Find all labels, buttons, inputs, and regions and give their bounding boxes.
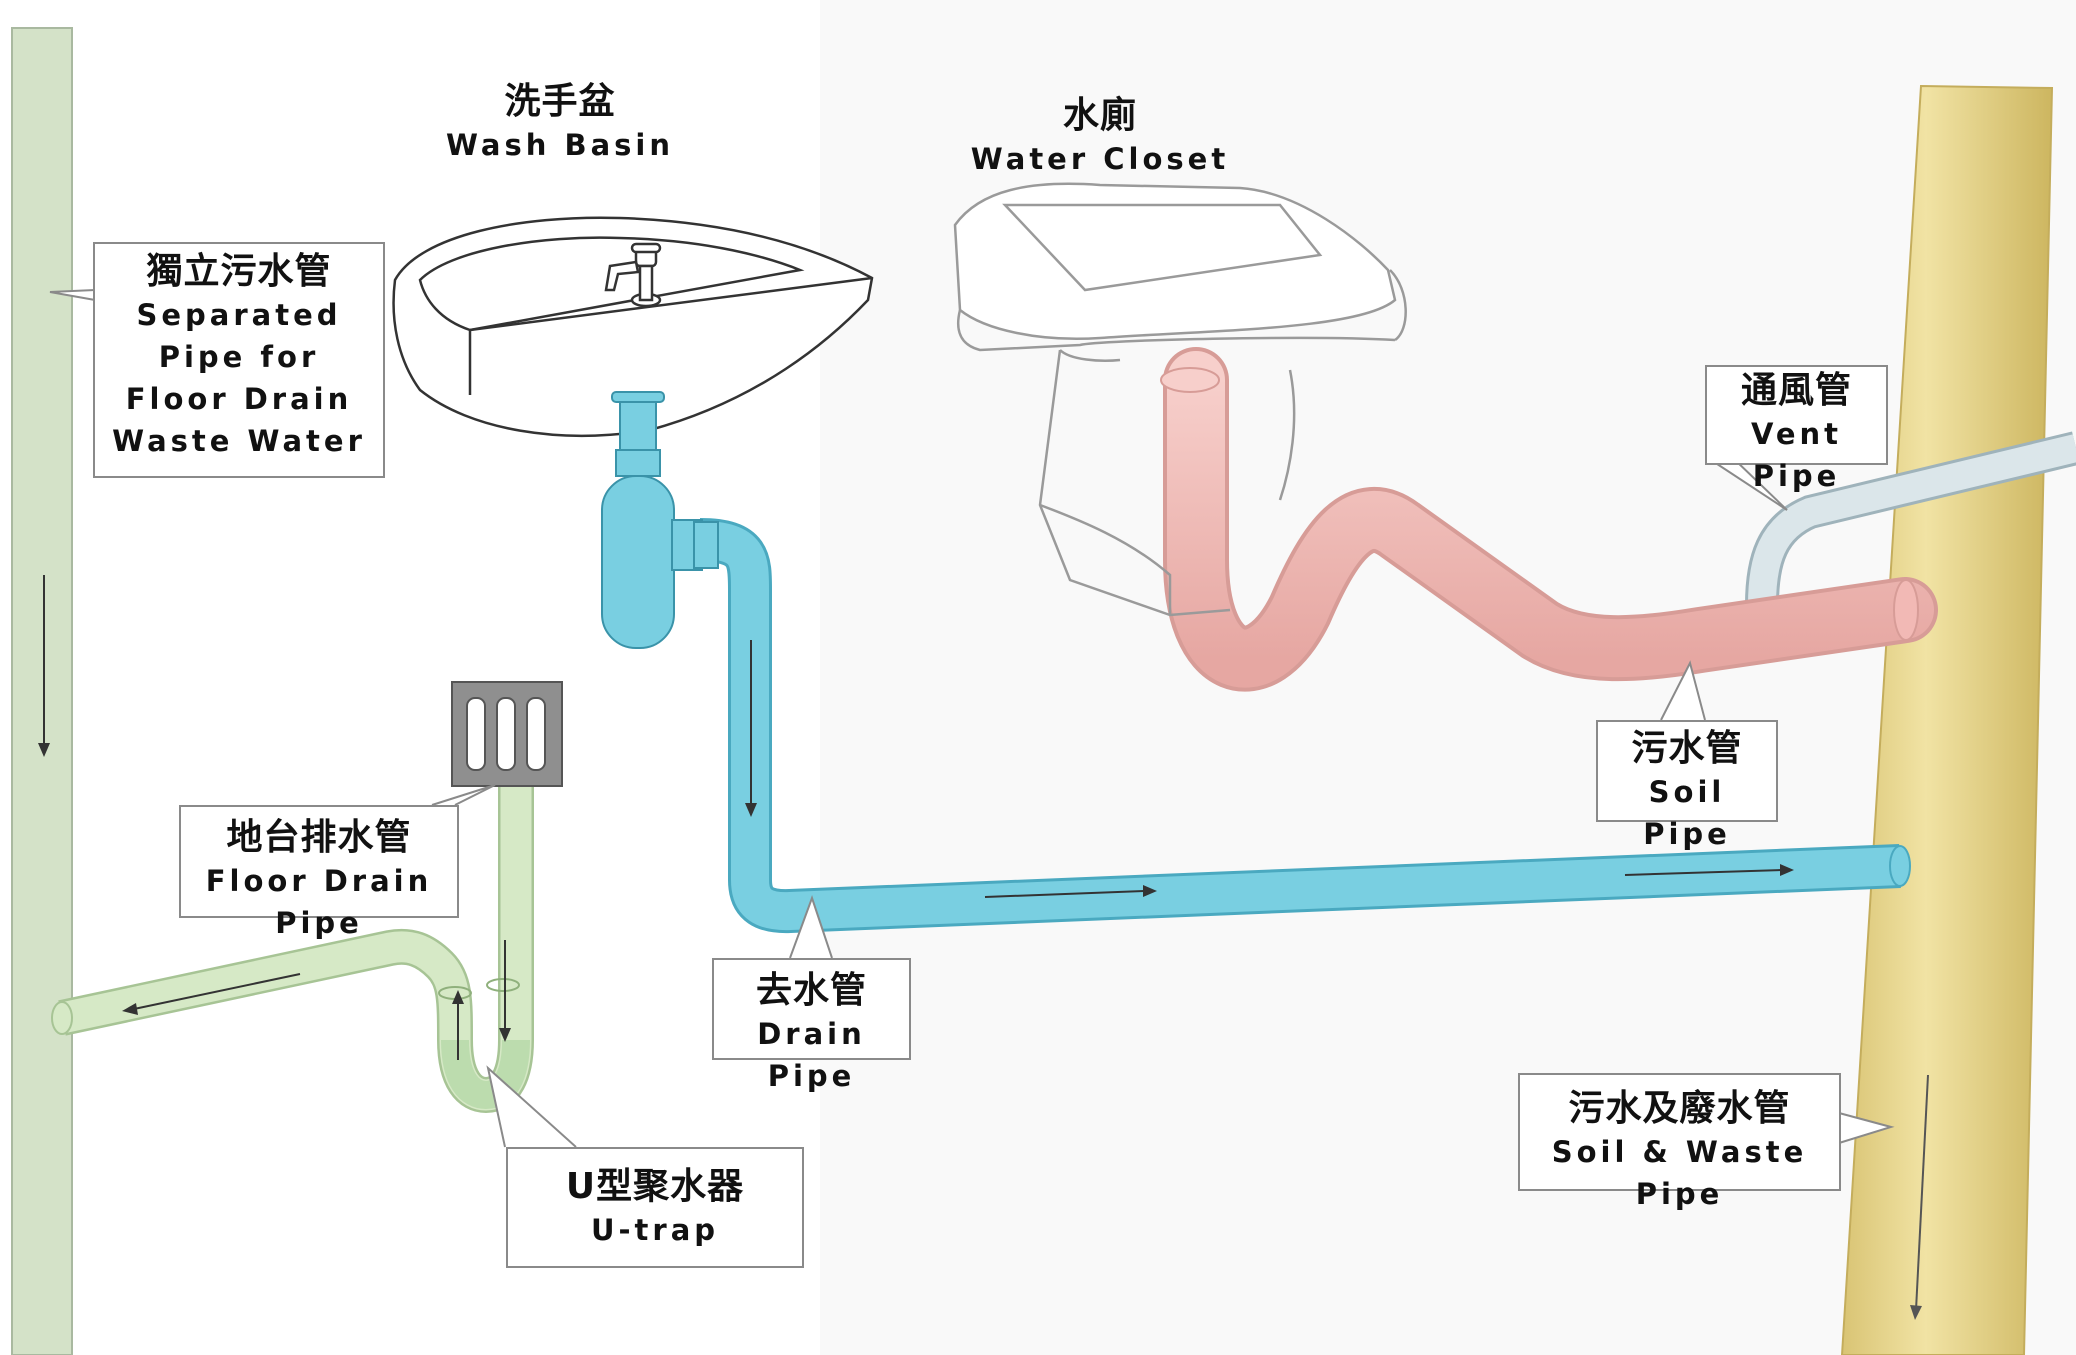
wash-basin-label-zh: 洗手盆 [504,81,616,122]
soil-pipe-callout: 污水管 Soil Pipe [1596,720,1778,851]
drain-pipe [601,391,1911,934]
u-trap-label-en: U-trap [590,1213,720,1247]
wash-basin-drawing [392,216,874,437]
background-wall [820,0,2076,1355]
soil-waste-pipe-label-en: Soil & Waste Pipe [1551,1135,1808,1211]
water-closet-label-zh: 水廁 [1062,95,1137,136]
soil-pipe-label-en: Soil Pipe [1643,775,1731,851]
floor-drain-grate-icon [451,681,563,787]
vent-pipe [1745,431,2076,606]
u-trap-label-zh: U型聚水器 [565,1166,745,1207]
soil-pipe [1160,347,1938,692]
vent-pipe-callout: 通風管 Vent Pipe [1705,365,1888,493]
drain-pipe-label-zh: 去水管 [755,970,867,1011]
floor-drain-pipe-label-zh: 地台排水管 [226,817,412,858]
water-closet-label-en: Water Closet [970,142,1230,176]
soil-pipe-label-zh: 污水管 [1631,728,1743,769]
floor-drain-pipe-label-en: Floor Drain Pipe [205,864,433,940]
soil-waste-pipe-callout: 污水及廢水管 Soil & Waste Pipe [1518,1073,1841,1211]
separated-pipe-label-en-4: Waste Water [112,424,366,458]
toilet-drawing [953,182,1407,617]
separated-pipe [11,27,73,1355]
wash-basin-label: 洗手盆 Wash Basin [410,80,710,166]
separated-pipe-label-en-1: Separated [136,298,342,332]
vent-pipe-label-zh: 通風管 [1740,370,1852,411]
drain-pipe-callout: 去水管 Drain Pipe [712,958,911,1093]
callout-pointers [49,289,1895,1148]
separated-pipe-callout: 獨立污水管 Separated Pipe for Floor Drain Was… [93,242,385,478]
separated-pipe-label-zh: 獨立污水管 [146,251,332,292]
drain-pipe-label-en: Drain Pipe [757,1017,866,1093]
floor-drain-pipe [51,681,563,1113]
separated-pipe-label-en-2: Pipe for [158,340,320,374]
water-closet-label: 水廁 Water Closet [960,94,1240,180]
soil-waste-pipe-label-zh: 污水及廢水管 [1568,1088,1791,1129]
separated-pipe-label-en-3: Floor Drain [125,382,353,416]
vent-pipe-label-en: Vent Pipe [1750,417,1843,493]
wash-basin-label-en: Wash Basin [445,128,675,162]
u-trap-callout: U型聚水器 U-trap [506,1147,804,1268]
soil-waste-stack [1840,84,2054,1355]
faucet-icon [604,242,662,308]
floor-drain-pipe-callout: 地台排水管 Floor Drain Pipe [179,805,459,940]
